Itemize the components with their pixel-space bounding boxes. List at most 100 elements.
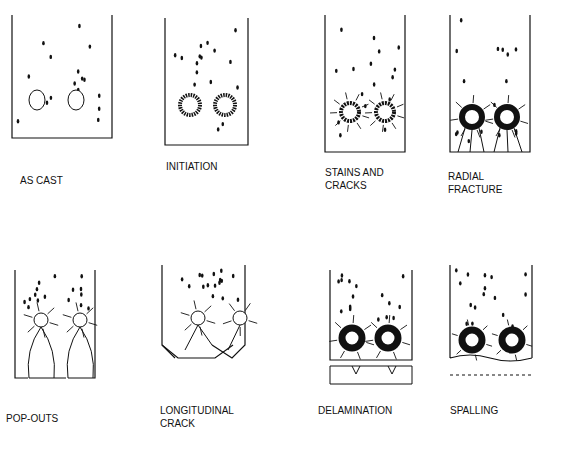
aggregate-dot: [501, 48, 504, 52]
void: [73, 313, 87, 327]
aggregate-dot: [77, 69, 80, 73]
radial-crack: [458, 128, 465, 152]
pop-out-cone: [67, 327, 93, 378]
crack: [50, 323, 59, 326]
aggregate-dot: [388, 301, 391, 305]
crack: [467, 320, 468, 326]
aggregate-dot: [83, 78, 86, 82]
microcrack: [335, 121, 340, 126]
aggregate-dot: [50, 96, 53, 100]
reaction-rim: [215, 95, 235, 115]
aggregate-dot: [460, 18, 463, 22]
panel-outline: [450, 15, 530, 152]
aggregate-dot: [494, 296, 497, 300]
crack: [457, 350, 461, 354]
aggregate-dot: [373, 82, 376, 86]
crack: [87, 308, 94, 314]
aggregate-dot: [213, 48, 216, 52]
crack: [181, 313, 190, 316]
reaction-rim: [376, 103, 394, 121]
crack: [400, 325, 407, 330]
aggregate-dot: [505, 79, 508, 83]
panel-outline: [165, 18, 248, 145]
radial-crack: [508, 95, 510, 103]
microcrack: [391, 94, 394, 100]
microcrack: [392, 123, 396, 129]
microcrack: [346, 92, 348, 99]
aggregate-dot: [217, 127, 220, 131]
aggregate-dot: [373, 36, 376, 40]
crack: [483, 326, 487, 330]
aggregate-dot: [54, 274, 57, 278]
radial-crack: [507, 130, 508, 152]
aggregate-dot: [349, 305, 352, 309]
aggregate-dot: [213, 272, 216, 276]
aggregate-dot: [506, 52, 509, 56]
panel-label: POP-OUTS: [6, 412, 86, 425]
aggregate-dot: [352, 294, 355, 298]
aggregate-dot: [98, 94, 101, 98]
crack: [63, 315, 72, 318]
lost-surface-line: [450, 374, 532, 375]
aggregate-dot: [80, 274, 83, 278]
crack: [335, 322, 341, 327]
aggregate-dot: [348, 279, 351, 283]
crack: [364, 325, 371, 330]
aggregate-dot: [210, 80, 213, 84]
crack: [486, 344, 492, 346]
aggregate-dot: [467, 139, 470, 143]
aggregate-dot: [28, 74, 31, 78]
radial-crack: [491, 102, 497, 107]
void: [34, 313, 48, 327]
aggregate-dot: [482, 292, 485, 296]
panel-outline: [15, 270, 95, 378]
panel-label: AS CAST: [20, 174, 100, 187]
crack: [48, 308, 55, 314]
radial-crack: [470, 130, 472, 152]
panel-outline: [450, 265, 532, 361]
aggregate-dot: [471, 321, 474, 325]
void: [233, 311, 247, 325]
aggregate-dot: [337, 279, 340, 283]
aggregate-dot: [388, 97, 391, 101]
crack: [507, 320, 508, 326]
aggregate-dot: [340, 278, 343, 282]
crack: [240, 327, 241, 336]
aggregate-dot: [221, 296, 224, 300]
crack: [393, 352, 396, 359]
aggregate-dot: [484, 273, 487, 277]
gel-rim: [497, 107, 517, 127]
gel-rim: [462, 330, 482, 350]
aggregate-dot: [29, 297, 32, 301]
gel-rim: [502, 330, 522, 350]
aggregate-dot: [237, 298, 240, 302]
aggregate-dot: [218, 280, 221, 284]
microcrack: [362, 104, 368, 107]
crack: [526, 344, 532, 346]
crack: [28, 326, 35, 332]
panel-label: LONGITUDINAL CRACK: [160, 404, 242, 430]
crack: [24, 315, 33, 318]
aggregate-dot: [469, 303, 472, 307]
aggregate-dot: [221, 122, 224, 126]
aggregate-dot: [17, 119, 20, 123]
panel-label: STAINS AND CRACKS: [325, 166, 405, 192]
aggregate-dot: [459, 281, 462, 285]
void: [29, 90, 45, 110]
aggregate-dot: [370, 62, 373, 66]
pop-out-cone: [28, 327, 54, 378]
aggregate-dot: [198, 54, 201, 58]
radial-crack: [520, 121, 528, 123]
aggregate-dot: [49, 55, 52, 59]
crack: [357, 352, 360, 359]
aggregate-dot: [206, 41, 209, 45]
aggregate-dot: [72, 287, 75, 291]
microcrack: [370, 121, 375, 126]
deterioration-features: [24, 90, 532, 384]
radial-crack: [479, 128, 484, 152]
crack: [353, 315, 355, 323]
aggregate-dot: [198, 273, 201, 277]
aggregate-dot: [36, 287, 39, 291]
microcrack: [356, 94, 359, 100]
